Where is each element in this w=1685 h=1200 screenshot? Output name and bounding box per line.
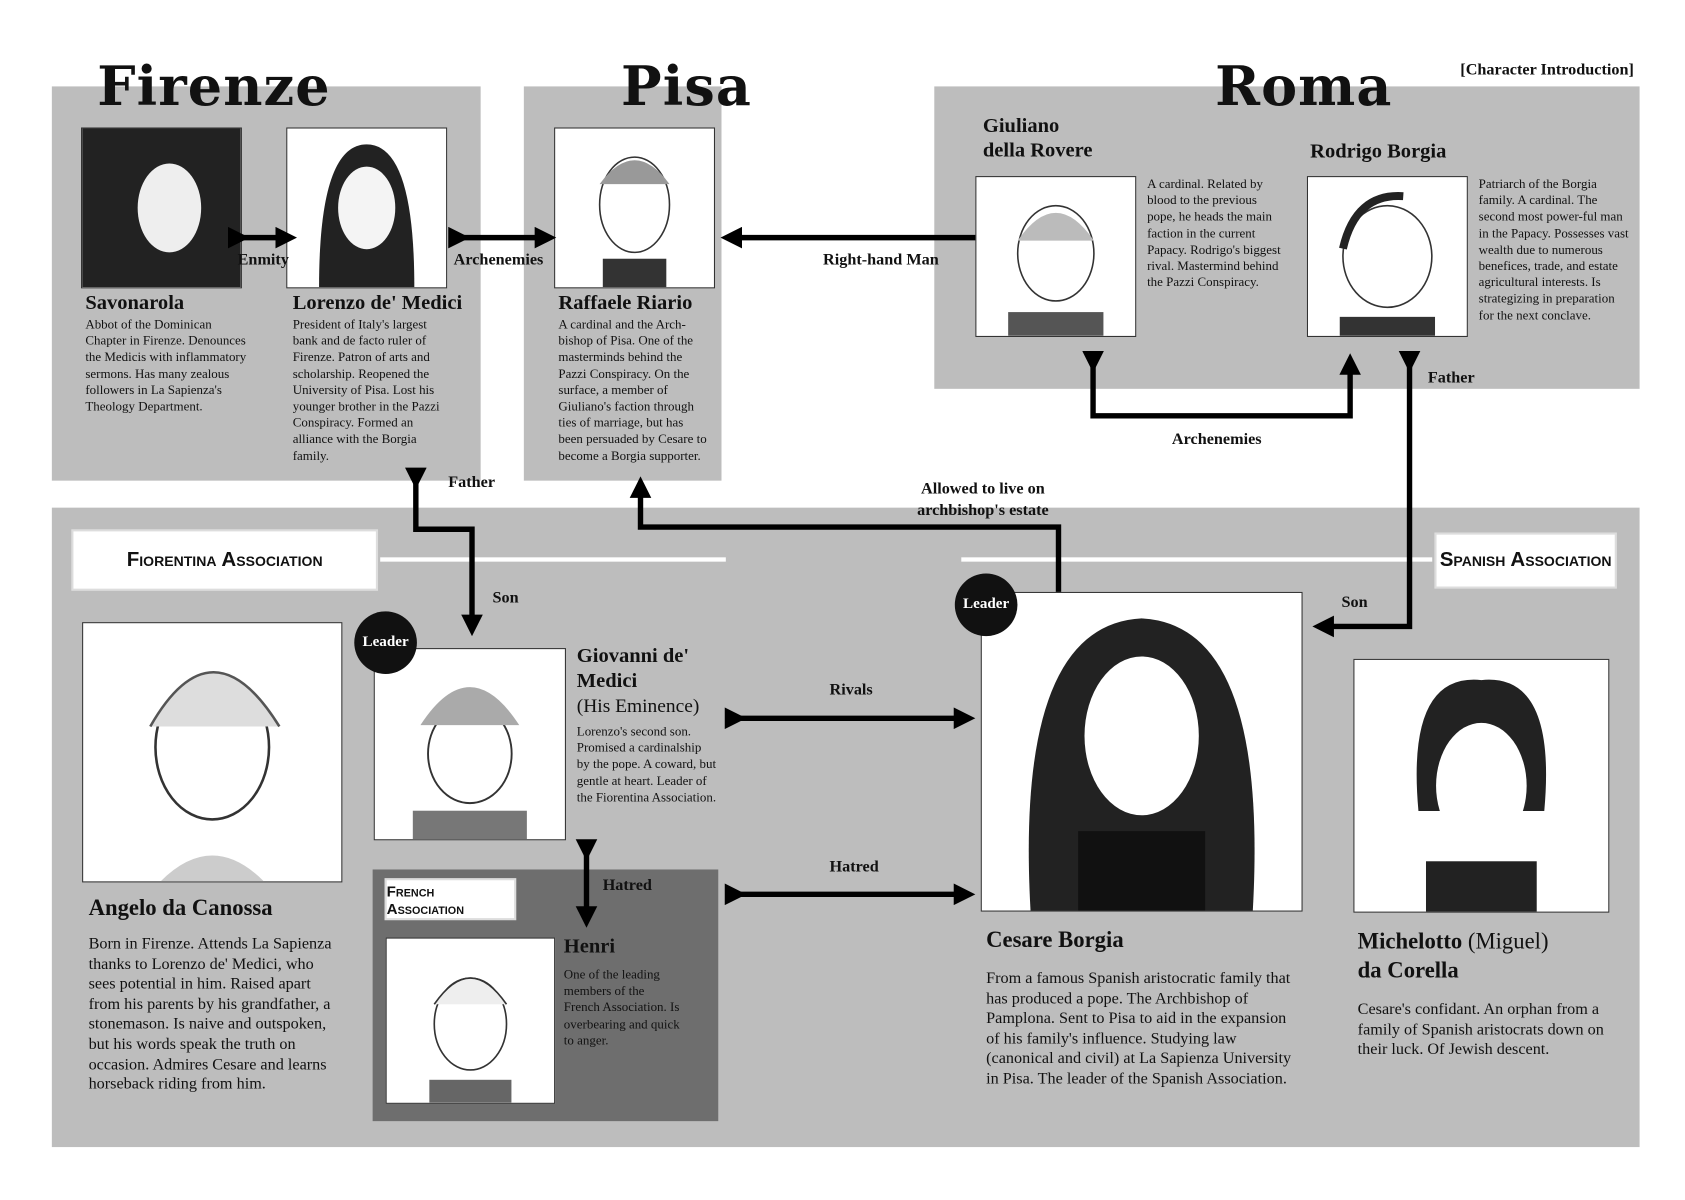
desc-giovanni: Lorenzo's second son. Promised a cardina… <box>576 723 717 805</box>
name-rodrigo: Rodrigo Borgia <box>1310 140 1447 164</box>
giovanni-title: (His Eminence) <box>576 694 700 717</box>
label-allowed-estate: Allowed to live on archbishop's estate <box>917 480 1049 520</box>
city-title-firenze: Firenze <box>97 54 331 118</box>
label-son-giovanni: Son <box>492 589 519 608</box>
portrait-rodrigo <box>1306 176 1468 337</box>
desc-savonarola: Abbot of the Dominican Chapter in Firenz… <box>85 316 247 414</box>
label-hatred-henri: Hatred <box>602 877 652 895</box>
name-cesare: Cesare Borgia <box>986 926 1124 953</box>
divider <box>380 557 726 562</box>
label-hatred-cesare: Hatred <box>829 858 879 876</box>
divider <box>961 557 1433 562</box>
portrait-henri <box>385 937 556 1104</box>
label-rivals: Rivals <box>829 681 873 699</box>
name-lorenzo: Lorenzo de' Medici <box>292 291 463 315</box>
leader-badge-giovanni: Leader <box>354 611 417 674</box>
name-giuliano: Giuliano della Rovere <box>982 114 1093 162</box>
desc-giuliano: A cardinal. Related by blood to the prev… <box>1147 176 1281 290</box>
name-giovanni: Giovanni de' Medici <box>576 644 690 693</box>
desc-michelotto: Cesare's confidant. An orphan from a fam… <box>1357 1001 1604 1059</box>
name-michelotto: Michelotto <box>1357 927 1463 954</box>
name-michelotto-surname: da Corella <box>1357 957 1459 984</box>
desc-cesare: From a famous Spanish aristocratic famil… <box>986 969 1292 1088</box>
city-title-pisa: Pisa <box>621 54 752 118</box>
portrait-lorenzo <box>286 127 448 289</box>
city-title-roma: Roma <box>1215 54 1393 118</box>
desc-rodrigo: Patriarch of the Borgia family. A cardin… <box>1478 176 1629 323</box>
name-savonarola: Savonarola <box>85 291 185 315</box>
name-raffaele: Raffaele Riario <box>558 291 693 315</box>
name-michelotto-block: Michelotto (Miguel) da Corella <box>1358 927 1549 986</box>
desc-henri: One of the leading members of the French… <box>563 966 680 1048</box>
portrait-cesare <box>980 591 1303 912</box>
desc-raffaele: A cardinal and the Arch-bishop of Pisa. … <box>558 316 707 463</box>
label-father-lorenzo: Father <box>448 474 496 492</box>
label-enmity: Enmity <box>237 251 289 269</box>
desc-lorenzo: President of Italy's largest bank and de… <box>292 316 440 463</box>
label-archenemies: Archenemies <box>453 251 544 269</box>
portrait-giovanni <box>373 648 566 841</box>
portrait-giuliano <box>975 176 1137 337</box>
label-father-rodrigo: Father <box>1427 369 1475 387</box>
fiorentina-association-label: Fiorentina Association <box>73 531 376 589</box>
desc-angelo: Born in Firenze. Attends La Sapienza tha… <box>88 935 332 1094</box>
spanish-association-label: Spanish Association <box>1436 534 1615 587</box>
name-angelo: Angelo da Canossa <box>88 894 273 921</box>
label-son-cesare: Son <box>1341 594 1368 612</box>
page-title: [Character Introduction] <box>1460 61 1634 79</box>
portrait-michelotto <box>1353 658 1610 913</box>
label-right-hand-man: Right-hand Man <box>823 251 939 269</box>
portrait-angelo <box>82 622 343 883</box>
portrait-raffaele <box>554 127 716 289</box>
leader-badge-cesare: Leader <box>954 573 1018 637</box>
michelotto-alias: (Miguel) <box>1467 927 1549 954</box>
french-association-label: French Association <box>386 880 515 919</box>
portrait-savonarola <box>81 127 242 289</box>
name-henri: Henri <box>563 935 616 959</box>
label-archenemies-roma: Archenemies <box>1171 430 1262 449</box>
